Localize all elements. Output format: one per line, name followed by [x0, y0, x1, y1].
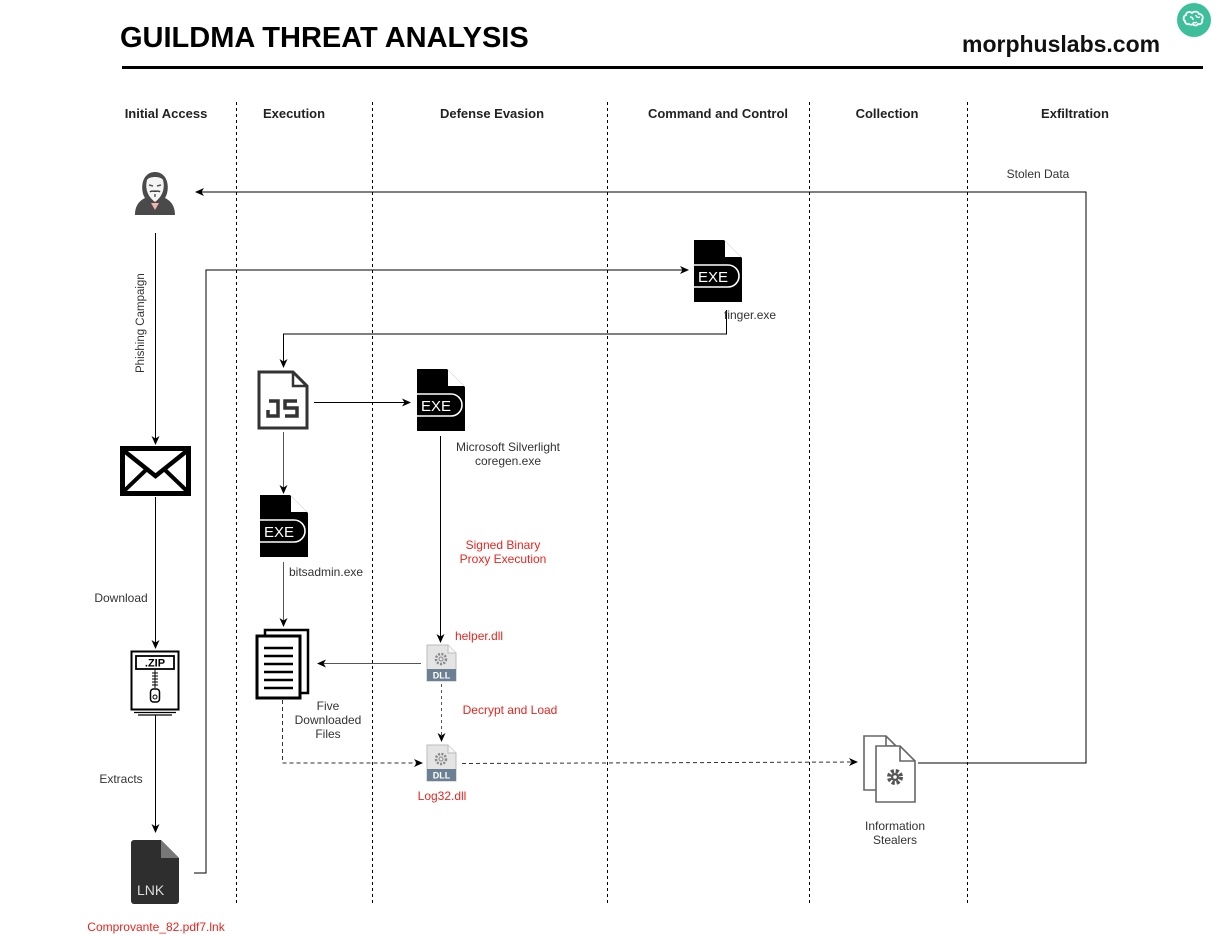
exe-file-icon: EXE	[260, 495, 308, 557]
log32-dll-label: Log32.dll	[417, 789, 467, 803]
bitsadmin-badge: EXE	[264, 524, 294, 541]
documents-icon	[255, 628, 311, 700]
envelope-icon	[120, 446, 191, 496]
edge-label-phishing: Phishing Campaign	[135, 273, 147, 373]
column-initial-access: Initial Access	[124, 106, 208, 121]
column-command-and-control: Command and Control	[647, 106, 789, 121]
js-file-icon	[257, 370, 309, 430]
edge-label-stolen-data: Stolen Data	[1006, 167, 1070, 181]
stealers-label: Information Stealers	[850, 819, 940, 847]
lnk-badge: LNK	[137, 882, 165, 898]
edge-label-extracts: Extracts	[99, 772, 143, 786]
coregen-badge: EXE	[421, 398, 451, 415]
page-title: GUILDMA THREAT ANALYSIS	[120, 22, 529, 54]
sbpe-line2: Proxy Execution	[459, 552, 547, 566]
files-label-line1: Five	[316, 699, 340, 713]
column-defense-evasion: Defense Evasion	[439, 106, 545, 121]
coregen-label: Microsoft Silverlight coregen.exe	[436, 440, 580, 468]
header-divider	[122, 66, 1203, 69]
edge-label-decrypt: Decrypt and Load	[462, 703, 558, 717]
zip-badge: .ZIP	[145, 658, 165, 670]
dll-file-icon: DLL	[426, 744, 457, 782]
brain-icon	[1176, 2, 1212, 38]
helper-dll-label: helper.dll	[455, 629, 504, 643]
column-separators	[236, 102, 968, 905]
edge-stolen-data	[195, 188, 1087, 764]
coregen-label-line2: coregen.exe	[474, 454, 542, 468]
column-collection: Collection	[855, 106, 919, 121]
sbpe-line1: Signed Binary	[465, 538, 541, 552]
edge-label-sbpe: Signed Binary Proxy Execution	[448, 538, 558, 566]
files-label-line3: Files	[315, 727, 341, 741]
dll-file-icon: DLL	[426, 644, 457, 682]
hacker-icon	[131, 170, 179, 216]
gear-documents-icon	[862, 734, 918, 804]
files-label-line2: Downloaded	[294, 713, 362, 727]
stealers-label-line1: Information	[864, 819, 926, 833]
helper-badge: DLL	[433, 671, 451, 681]
log32-badge: DLL	[433, 771, 451, 781]
edge-log32-stealers	[461, 758, 858, 767]
site-name: morphuslabs.com	[962, 31, 1161, 57]
edge-label-download: Download	[94, 591, 148, 605]
exe-file-icon: EXE	[694, 240, 742, 302]
lnk-file-icon: LNK	[131, 840, 179, 904]
edge-finger-js	[279, 310, 727, 368]
column-exfiltration: Exfiltration	[1041, 106, 1109, 121]
coregen-label-line1: Microsoft Silverlight	[455, 440, 561, 454]
lnk-file-label: Comprovante_82.pdf7.lnk	[87, 920, 225, 934]
edge-files-log32	[282, 700, 423, 767]
files-label: Five Downloaded Files	[288, 699, 368, 741]
stealers-label-line2: Stealers	[872, 833, 918, 847]
exe-file-icon: EXE	[417, 369, 465, 431]
column-execution: Execution	[262, 106, 326, 121]
finger-badge: EXE	[698, 269, 728, 286]
edge-lnk-finger	[194, 266, 689, 874]
bitsadmin-exe-label: bitsadmin.exe	[289, 565, 364, 579]
finger-exe-label: finger.exe	[724, 308, 777, 322]
zip-file-icon: .ZIP	[130, 650, 180, 716]
